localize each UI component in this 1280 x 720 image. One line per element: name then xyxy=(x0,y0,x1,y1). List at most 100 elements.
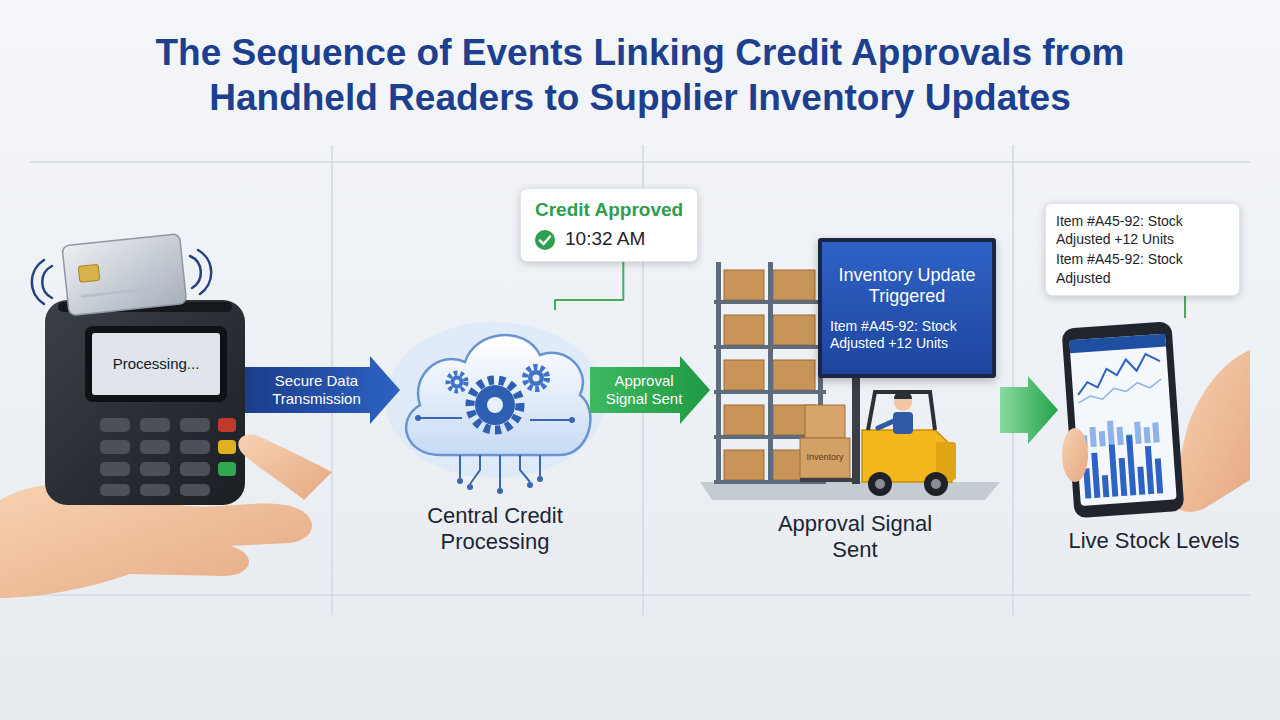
cloud-illustration-part xyxy=(528,370,544,386)
card-terminal-illustration-part xyxy=(100,418,210,496)
cloud-illustration-part xyxy=(415,415,575,494)
warehouse-illustration-part xyxy=(894,390,912,399)
cloud-illustration-part-part xyxy=(527,482,533,488)
warehouse-illustration-part-part xyxy=(714,390,826,394)
card-terminal-illustration-part-part xyxy=(140,484,170,496)
edge-label-box: Approval Signal Sent xyxy=(598,372,690,408)
warehouse-illustration-part xyxy=(800,438,850,478)
tablet-illustration-part-part xyxy=(1061,321,1184,518)
grid-lines-part xyxy=(30,161,1250,163)
cloud-illustration-part-part xyxy=(418,417,462,419)
data-arrow xyxy=(245,356,400,424)
stage-label: Live Stock Levels xyxy=(1058,528,1250,554)
arrow-head xyxy=(680,356,710,424)
card-terminal-illustration-part-part xyxy=(198,250,211,294)
edge-label: Approval Signal Sent xyxy=(598,372,690,408)
approval-callout: Credit Approved 10:32 AM xyxy=(520,188,698,262)
warehouse-illustration-part xyxy=(800,478,858,482)
signal-arrow xyxy=(590,356,710,424)
card-terminal-illustration-part-part xyxy=(180,462,210,476)
card-terminal-illustration-part-part xyxy=(140,440,170,454)
screen-heading: Inventory Update Triggered xyxy=(830,265,984,308)
arrow-head xyxy=(370,356,400,424)
cloud-illustration-part-part xyxy=(499,455,501,488)
tablet-illustration-part-part-part xyxy=(1137,466,1145,494)
warehouse-illustration-part xyxy=(878,420,896,428)
check-icon xyxy=(534,229,556,251)
screen-detail: Item #A45-92: Stock Adjusted +12 Units xyxy=(830,318,984,352)
card-terminal-illustration-part-part xyxy=(100,462,130,476)
cloud-illustration-part-part xyxy=(530,419,572,421)
tablet-illustration-part xyxy=(1171,350,1250,512)
callout-time: 10:32 AM xyxy=(535,228,683,251)
cloud-illustration xyxy=(385,322,605,494)
card-terminal-illustration-part-part xyxy=(140,462,170,476)
warehouse-illustration-part xyxy=(924,472,948,496)
cloud-illustration-part-part xyxy=(415,415,421,421)
warehouse-illustration-part-part xyxy=(714,300,826,304)
cloud-illustration-part xyxy=(475,385,515,425)
tablet-illustration-part-part-part xyxy=(1155,458,1163,493)
warehouse-illustration-part xyxy=(893,412,913,434)
tablet-illustration-part-part xyxy=(1077,379,1162,403)
leader-line xyxy=(1184,296,1186,318)
warehouse-illustration-part-part xyxy=(768,262,773,484)
cloud-illustration-part-part xyxy=(569,417,575,423)
card-terminal-illustration xyxy=(0,234,332,598)
card-terminal-illustration-part-part xyxy=(78,264,100,282)
grid-lines-part xyxy=(30,594,1250,596)
update-arrow xyxy=(1000,376,1058,444)
callout-text: Item #A45-92: Stock Adjusted xyxy=(1056,250,1229,286)
tablet-illustration-part-part-part xyxy=(1099,431,1106,446)
check-icon xyxy=(540,236,550,244)
tablet-illustration-part-part xyxy=(1081,433,1163,498)
data-arrow xyxy=(245,367,371,413)
warehouse-illustration-part-part xyxy=(716,262,721,484)
tablet-illustration-part-part xyxy=(1080,417,1160,447)
card-terminal-illustration-part-part xyxy=(180,484,210,496)
card-terminal-illustration-part-part xyxy=(81,288,157,296)
card-terminal: Processing... xyxy=(45,300,245,505)
warehouse-stage: Approval Signal SentInventory Update Tri… xyxy=(710,235,1000,570)
card-terminal-illustration-part-part xyxy=(32,260,44,304)
tablet-illustration-part-part-part xyxy=(1126,435,1136,495)
cloud-illustration-part-part xyxy=(459,455,461,478)
check-icon xyxy=(535,230,555,250)
cloud-illustration-part-part xyxy=(539,455,541,476)
cloud-illustration-part-part xyxy=(520,455,530,482)
tablet-illustration-part-part-part xyxy=(1107,420,1115,445)
card-terminal-illustration-part-part xyxy=(100,440,130,454)
cloud-illustration-part-part xyxy=(470,455,480,484)
callout-heading: Credit Approved xyxy=(535,199,683,222)
card-terminal-illustration-part-part xyxy=(140,418,170,432)
tablet-illustration-part-part-part xyxy=(1145,446,1154,494)
cloud-illustration-part xyxy=(525,367,547,389)
title-box: The Sequence of Events Linking Credit Ap… xyxy=(110,30,1170,120)
tablet-illustration-part-part-part xyxy=(1116,427,1123,445)
warehouse-illustration-part-part xyxy=(773,360,815,390)
screen-text: Processing... xyxy=(92,333,220,395)
warehouse-illustration-part xyxy=(931,479,941,489)
cloud-illustration-part-part xyxy=(467,484,473,490)
warehouse-illustration-part-part xyxy=(773,270,815,300)
warehouse-illustration-part-part xyxy=(773,315,815,345)
warehouse-illustration-part xyxy=(700,482,1000,500)
tablet-illustration xyxy=(1061,321,1250,518)
card-terminal-illustration-part-part xyxy=(42,266,52,298)
cloud-illustration-part-part xyxy=(457,478,463,484)
tablet-illustration-part-part-part xyxy=(1152,422,1159,442)
tablet-illustration-part-part-part xyxy=(1134,422,1142,444)
grid-lines-part xyxy=(1012,145,1014,615)
tablet-illustration-part xyxy=(1062,428,1088,482)
cloud-illustration-part xyxy=(533,375,540,382)
callout-text: Item #A45-92: Stock Adjusted +12 Units xyxy=(1056,212,1229,248)
leader-line xyxy=(555,262,623,310)
leader-line xyxy=(555,262,623,310)
warehouse-illustration-part-part xyxy=(724,405,764,435)
card-terminal-illustration-part-part xyxy=(62,234,187,316)
tablet-illustration-part-part-part xyxy=(1089,427,1096,447)
warehouse-illustration-part xyxy=(805,405,845,438)
cloud-illustration-part xyxy=(418,418,572,488)
card-terminal-illustration-part-part xyxy=(100,418,130,432)
